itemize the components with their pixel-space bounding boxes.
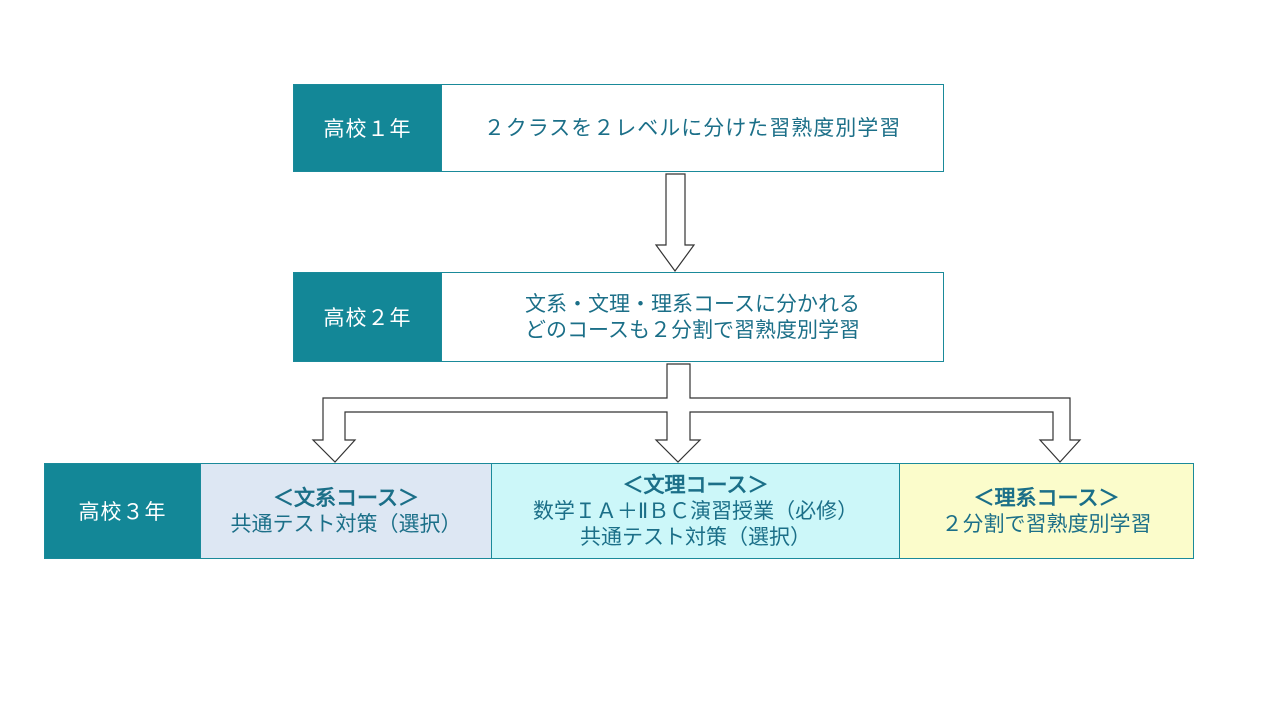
year1-text: ２クラスを２レベルに分けた習熟度別学習 — [483, 115, 902, 140]
bunri-course-line2: 共通テスト対策（選択） — [580, 525, 811, 550]
bunkei-course-cell: ＜文系コース＞ 共通テスト対策（選択） — [200, 464, 491, 558]
arrow-year1-to-year2 — [654, 173, 696, 273]
rikei-course-cell: ＜理系コース＞ ２分割で習熟度別学習 — [899, 464, 1193, 558]
year3-row: 高校３年 ＜文系コース＞ 共通テスト対策（選択） ＜文理コース＞ 数学ＩＡ＋ⅡＢ… — [44, 463, 1194, 559]
rikei-course-line1: ２分割で習熟度別学習 — [941, 512, 1152, 536]
bunri-course-heading: ＜文理コース＞ — [622, 472, 769, 497]
year2-row: 高校２年 文系・文理・理系コースに分かれる どのコースも２分割で習熟度別学習 — [293, 272, 944, 362]
year1-description: ２クラスを２レベルに分けた習熟度別学習 — [441, 85, 943, 171]
arrow-year2-to-year3-branch — [311, 363, 1082, 463]
bunkei-course-line1: 共通テスト対策（選択） — [230, 512, 462, 536]
year1-row: 高校１年 ２クラスを２レベルに分けた習熟度別学習 — [293, 84, 944, 172]
year1-label: 高校１年 — [294, 85, 441, 171]
year2-description: 文系・文理・理系コースに分かれる どのコースも２分割で習熟度別学習 — [441, 273, 943, 361]
bunri-course-line1: 数学ＩＡ＋ⅡＢＣ演習授業（必修） — [532, 498, 859, 523]
bunkei-course-heading: ＜文系コース＞ — [273, 485, 419, 510]
year3-label: 高校３年 — [45, 464, 200, 558]
year2-line2: どのコースも２分割で習熟度別学習 — [525, 318, 860, 342]
year2-line1: 文系・文理・理系コースに分かれる — [525, 291, 860, 316]
bunri-course-cell: ＜文理コース＞ 数学ＩＡ＋ⅡＢＣ演習授業（必修） 共通テスト対策（選択） — [491, 464, 899, 558]
year2-label: 高校２年 — [294, 273, 441, 361]
rikei-course-heading: ＜理系コース＞ — [973, 485, 1120, 510]
